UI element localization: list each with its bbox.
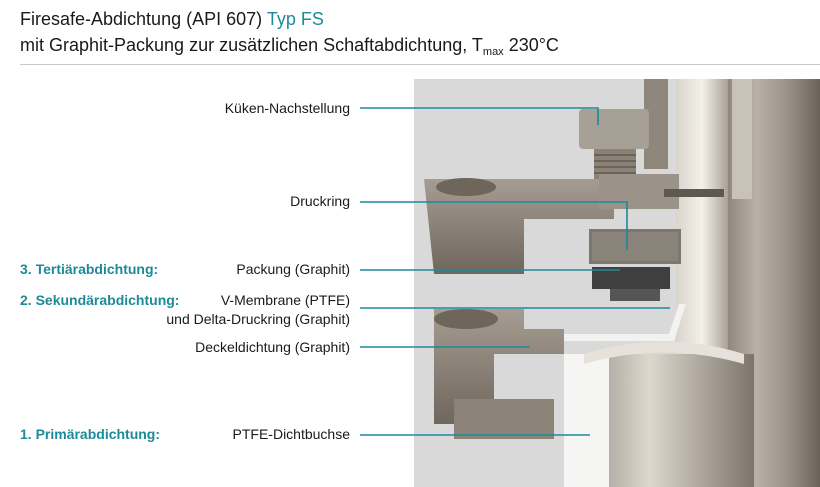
label-kueken-nachstellung: Küken-Nachstellung <box>224 100 350 116</box>
title-line-1: Firesafe-Abdichtung (API 607) Typ FS <box>20 8 324 30</box>
label-packung: Packung (Graphit) <box>236 261 350 277</box>
category-primary: 1. Primärabdichtung: <box>20 426 161 442</box>
label-druckring: Druckring <box>290 193 350 209</box>
title-line-2: mit Graphit-Packung zur zusätzlichen Sch… <box>20 34 559 63</box>
valve-cutaway-image <box>414 79 820 487</box>
category-tertiary: 3. Tertiärabdichtung: <box>20 261 159 277</box>
subtitle-text: mit Graphit-Packung zur zusätzlichen Sch… <box>20 35 483 55</box>
title-type: Typ FS <box>266 9 324 29</box>
label-v-membrane: V-Membrane (PTFE) <box>220 292 350 308</box>
label-ptfe-dichtbuchse: PTFE-Dichtbuchse <box>232 426 350 442</box>
title-divider <box>20 64 820 65</box>
label-delta-druckring: und Delta-Druckring (Graphit) <box>166 311 350 327</box>
label-deckeldichtung: Deckeldichtung (Graphit) <box>195 339 350 355</box>
title-main: Firesafe-Abdichtung (API 607) <box>20 9 263 29</box>
subtitle-value: 230°C <box>503 35 559 55</box>
category-secondary: 2. Sekundärabdichtung: <box>20 292 180 308</box>
subtitle-subscript: max <box>482 46 504 58</box>
